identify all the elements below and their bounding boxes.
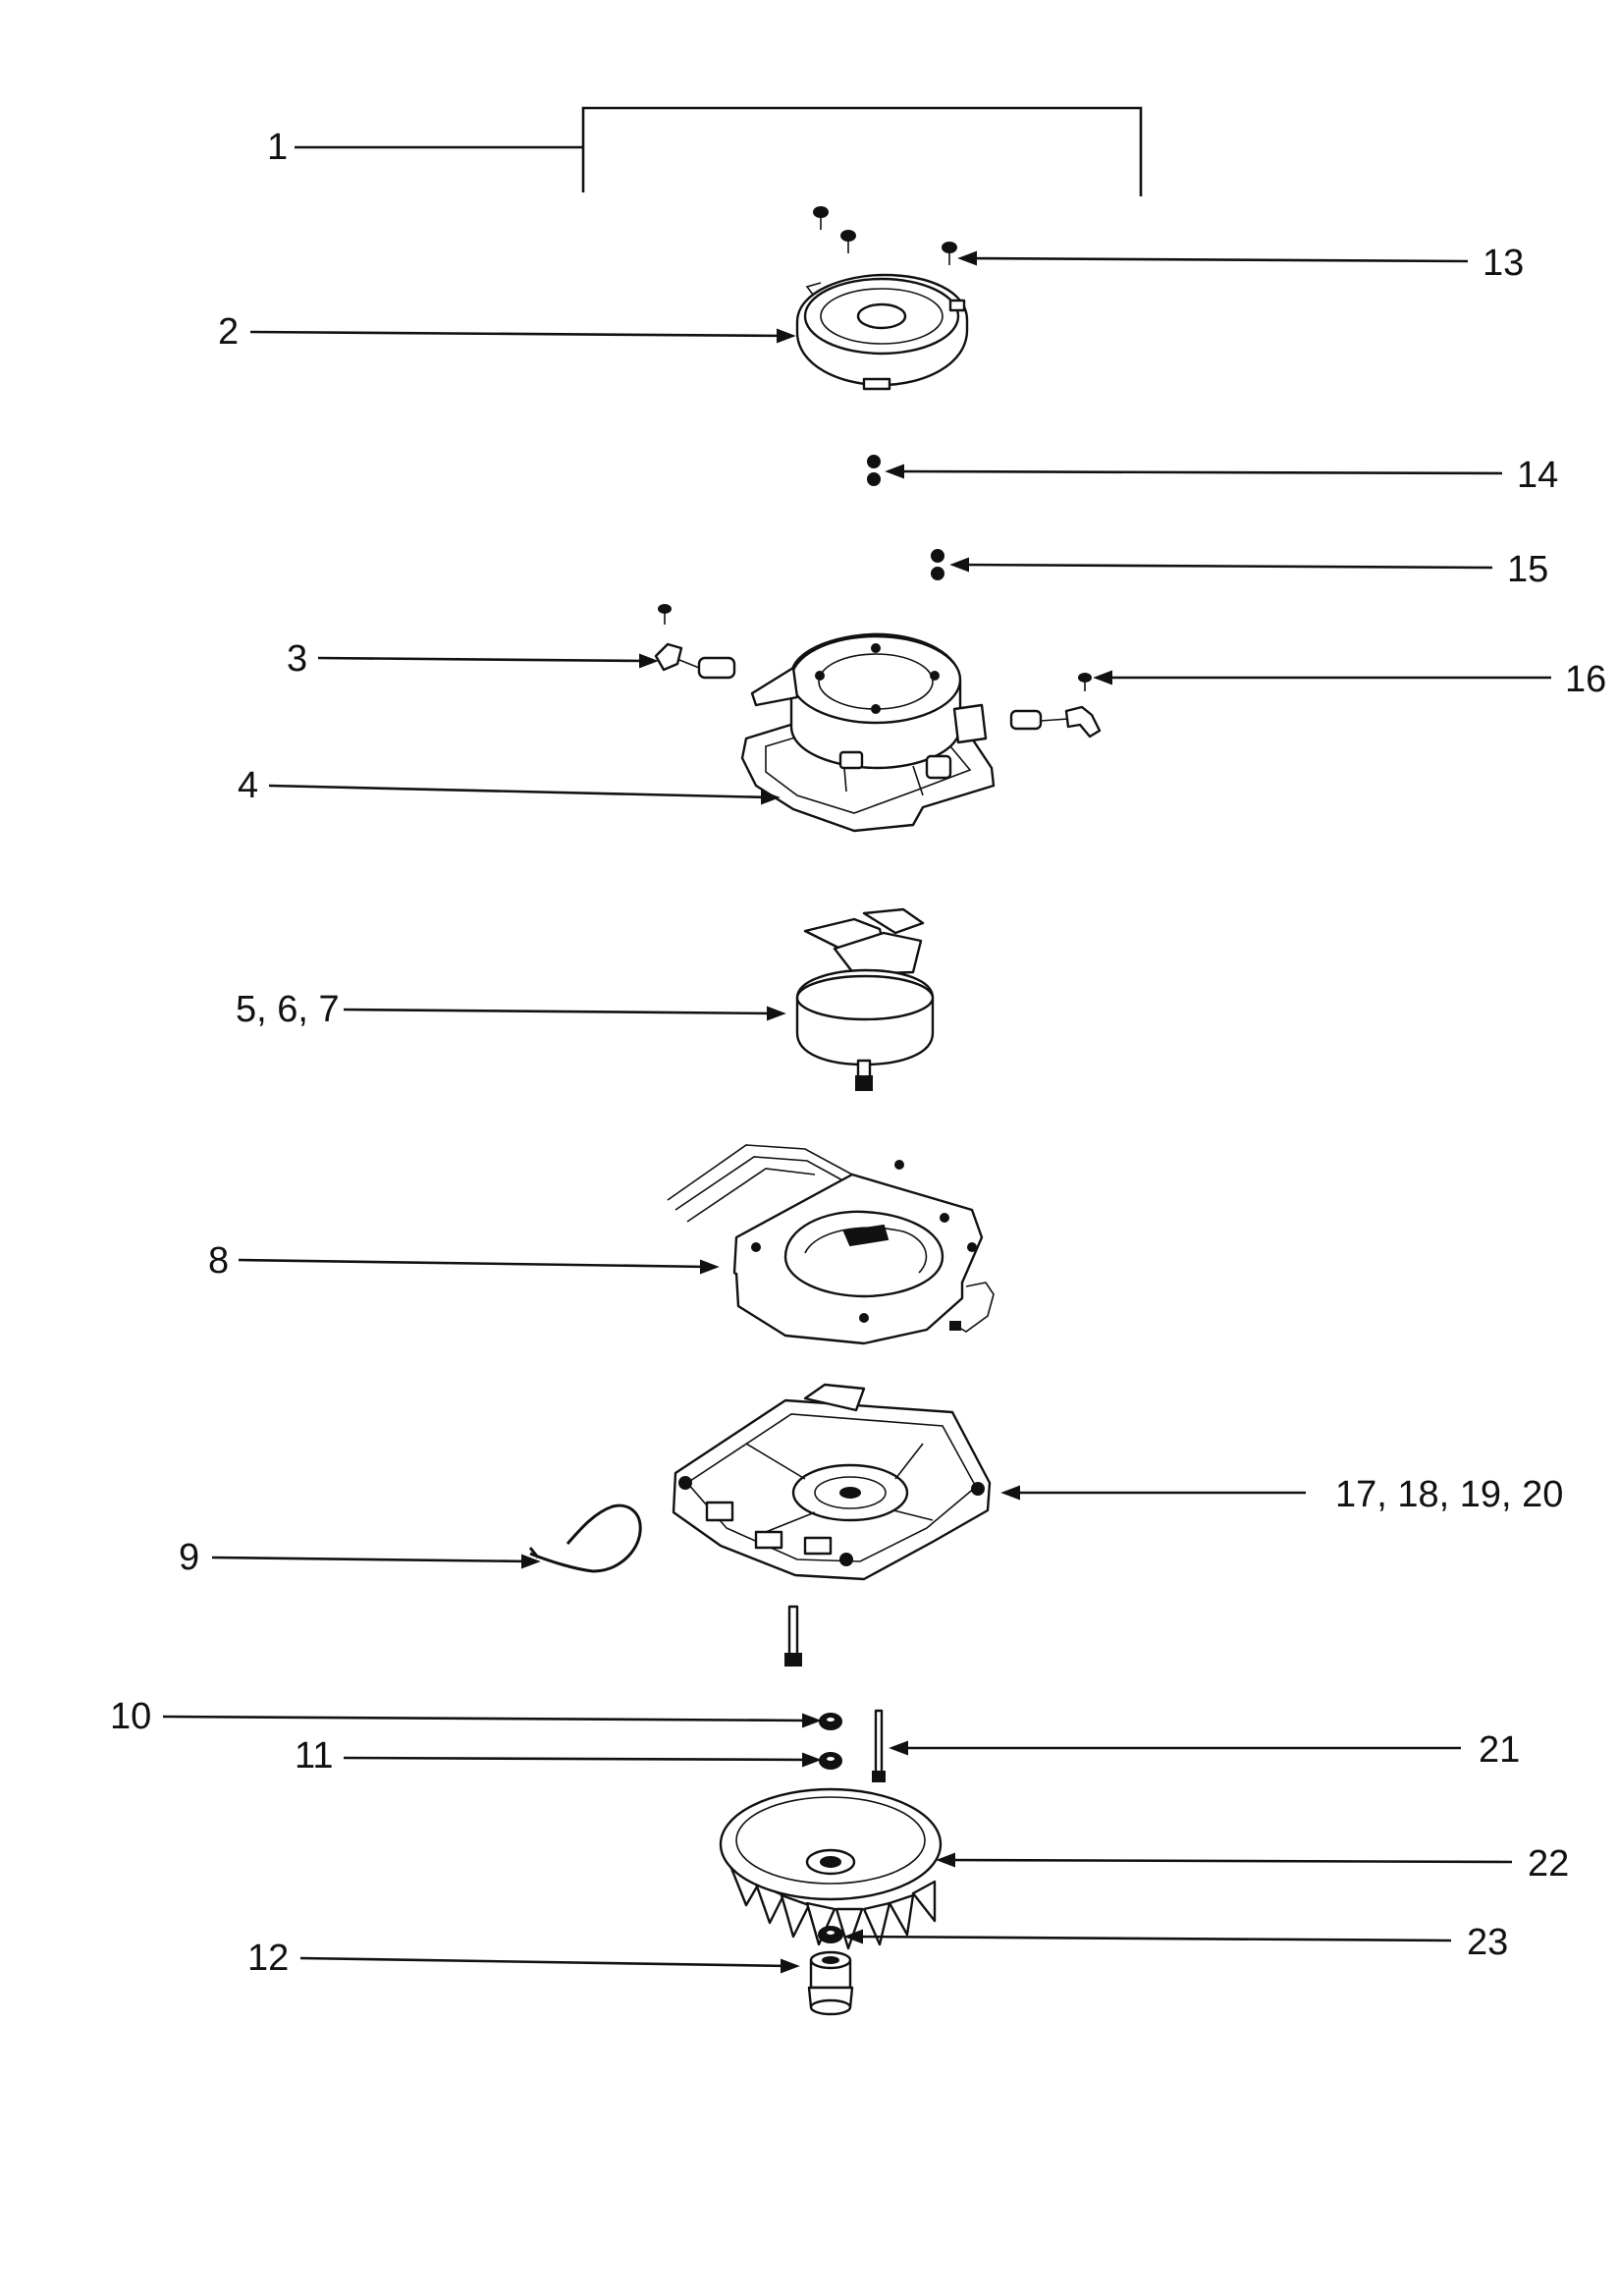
- callout-21: 21: [889, 1729, 1520, 1771]
- brush-holder-left: [654, 604, 736, 680]
- callout-3: 3: [287, 638, 659, 680]
- assembly-bracket: [581, 106, 1143, 196]
- hex-nut-23: [818, 1926, 843, 1943]
- leader-line-15: [953, 563, 1493, 570]
- arrowhead: [957, 250, 977, 266]
- arrowhead: [767, 1006, 786, 1021]
- callout-13: 13: [957, 243, 1524, 284]
- callout-label-13: 13: [1483, 243, 1524, 284]
- screw-icon: [840, 230, 856, 253]
- leader-line-3: [317, 656, 649, 663]
- callout-label-2: 2: [218, 311, 239, 353]
- arrowhead: [761, 790, 781, 805]
- armature: [795, 907, 935, 1091]
- leader-line-2: [249, 330, 786, 338]
- callout-label-5-6-7: 5, 6, 7: [236, 989, 340, 1030]
- callout-label-21: 21: [1479, 1729, 1520, 1771]
- arrowhead: [889, 1740, 908, 1756]
- arrowhead: [885, 464, 904, 479]
- power-cord: [528, 1503, 642, 1573]
- callout-2: 2: [218, 311, 796, 353]
- brush-holder-right: [1009, 673, 1102, 738]
- callout-label-4: 4: [238, 765, 258, 806]
- callout-1: 1: [267, 106, 1143, 196]
- callout-22: 22: [936, 1843, 1569, 1885]
- callout-9: 9: [179, 1537, 541, 1578]
- long-bolt-21: [872, 1709, 886, 1782]
- leader-line-12: [299, 1956, 790, 1968]
- bracket-housing: [740, 632, 996, 833]
- callout-16: 16: [1093, 659, 1606, 700]
- nut-group-14: [867, 455, 881, 486]
- leader-line-13: [961, 256, 1469, 263]
- screw-icon: [813, 206, 829, 230]
- washer-10: [819, 1713, 842, 1730]
- callout-17-18-19-20: 17, 18, 19, 20: [1000, 1474, 1563, 1515]
- arrowhead: [802, 1752, 822, 1768]
- field-coil: [667, 1144, 995, 1345]
- leader-line-14: [889, 469, 1503, 475]
- callout-23: 23: [843, 1922, 1508, 1963]
- arrowhead: [936, 1852, 955, 1868]
- callout-label-8: 8: [208, 1240, 229, 1282]
- callout-label-10: 10: [110, 1696, 151, 1737]
- nut-icon: [931, 567, 944, 580]
- arrowhead: [843, 1929, 863, 1944]
- nut-group-15: [931, 549, 944, 580]
- leader-line-8: [238, 1258, 710, 1269]
- callout-8: 8: [208, 1240, 720, 1282]
- callout-label-23: 23: [1467, 1922, 1508, 1963]
- washer-11: [819, 1752, 842, 1770]
- callout-label-15: 15: [1507, 549, 1548, 590]
- end-cap-cover: [795, 273, 969, 391]
- callout-label-9: 9: [179, 1537, 199, 1578]
- callout-5-6-7: 5, 6, 7: [236, 989, 786, 1030]
- callout-14: 14: [885, 455, 1558, 496]
- bolt-icon: [784, 1605, 802, 1667]
- nut-icon: [931, 549, 944, 563]
- leader-line-10: [162, 1715, 812, 1722]
- fan: [719, 1787, 943, 1950]
- callout-12: 12: [247, 1938, 800, 1979]
- arrowhead: [781, 1958, 800, 1974]
- arrowhead: [949, 557, 969, 573]
- callout-label-22: 22: [1528, 1843, 1569, 1885]
- callout-label-14: 14: [1517, 455, 1558, 496]
- callout-label-16: 16: [1565, 659, 1606, 700]
- callout-10: 10: [110, 1696, 822, 1737]
- coupling-12: [807, 1950, 854, 2016]
- screw-group-13: [813, 206, 957, 265]
- arrowhead: [802, 1713, 822, 1728]
- callout-label-12: 12: [247, 1938, 289, 1979]
- screw-icon: [942, 242, 957, 265]
- arrowhead: [777, 328, 796, 344]
- nut-icon: [867, 455, 881, 468]
- callout-label-17-18-19-20: 17, 18, 19, 20: [1335, 1474, 1563, 1515]
- callout-11: 11: [295, 1735, 822, 1777]
- leader-line-11: [343, 1756, 812, 1762]
- arrowhead: [521, 1554, 541, 1569]
- motor-base: [672, 1383, 992, 1581]
- leader-line-23: [853, 1935, 1452, 1942]
- leader-line-4: [268, 784, 771, 799]
- callout-4: 4: [238, 765, 781, 806]
- leader-line-22: [945, 1858, 1513, 1864]
- leader-line-5-6-7: [343, 1008, 777, 1015]
- nut-icon: [867, 472, 881, 486]
- callout-label-1: 1: [267, 127, 288, 168]
- callout-label-11: 11: [295, 1735, 333, 1777]
- callout-label-3: 3: [287, 638, 307, 680]
- arrowhead: [1000, 1485, 1020, 1501]
- callout-15: 15: [949, 549, 1548, 590]
- arrowhead: [700, 1259, 720, 1275]
- arrowhead: [1093, 670, 1112, 685]
- leader-line-9: [211, 1556, 531, 1563]
- arrowhead: [639, 653, 659, 669]
